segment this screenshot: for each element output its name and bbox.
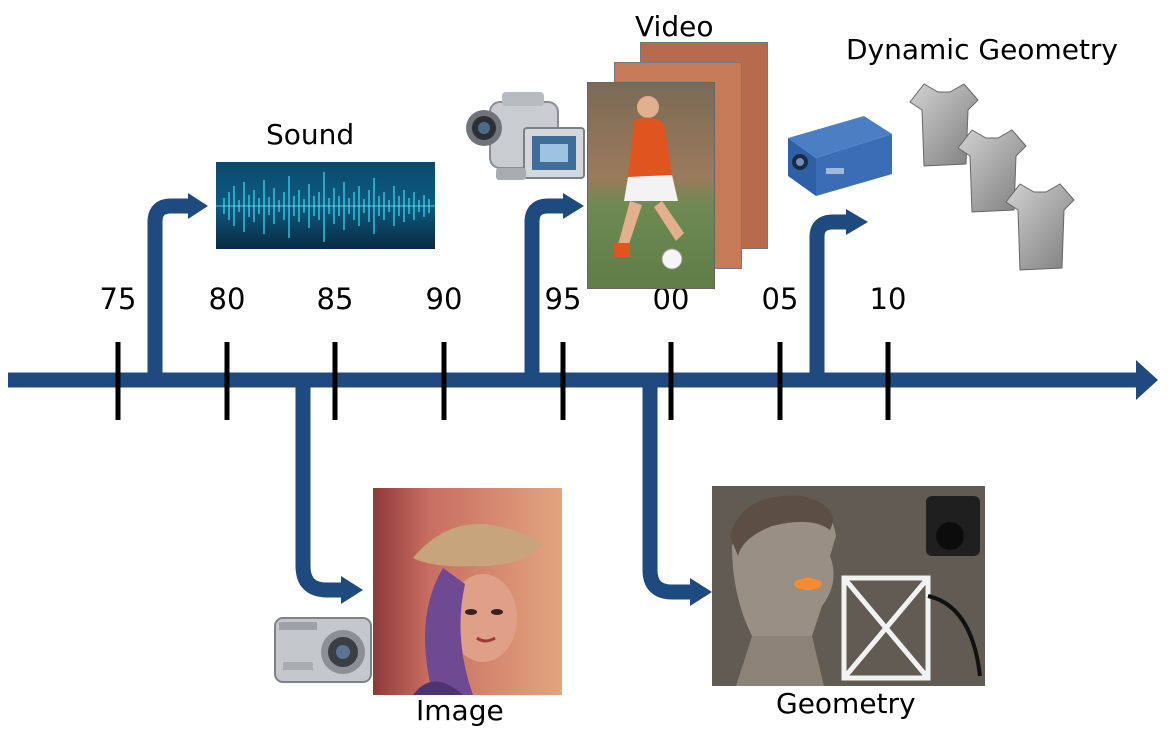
connector-video xyxy=(524,198,565,373)
3d-scanner-icon xyxy=(780,112,895,198)
digital-camera-icon xyxy=(273,612,373,686)
camcorder-icon xyxy=(462,88,587,190)
arrowhead-geometry xyxy=(690,578,712,606)
timeline-arrowhead xyxy=(1136,360,1158,400)
portrait-photo-icon xyxy=(373,488,562,695)
camera-svg xyxy=(274,617,372,683)
arrowhead-video xyxy=(563,193,584,219)
caption-dynamic-geometry: Dynamic Geometry xyxy=(846,33,1119,66)
tick-label-95: 95 xyxy=(544,282,582,316)
arrowhead-image xyxy=(341,576,363,604)
tick-label-90: 90 xyxy=(425,282,463,316)
statue-svg xyxy=(712,486,985,686)
arrowhead-dynamic-geometry xyxy=(846,209,868,235)
video-frames-icon xyxy=(587,82,715,289)
connector-dynamic-geometry xyxy=(809,214,848,373)
waveform-svg xyxy=(216,162,435,249)
caption-video: Video xyxy=(635,10,714,43)
statue-scan-icon xyxy=(712,486,985,686)
tick-label-10: 10 xyxy=(869,282,907,316)
tick-label-85: 85 xyxy=(316,282,354,316)
video-frame-svg xyxy=(588,83,714,288)
caption-image: Image xyxy=(416,694,504,727)
scanner-svg xyxy=(788,116,892,196)
sound-waveform-icon xyxy=(216,162,435,249)
portrait-svg xyxy=(373,488,562,695)
arrowhead-sound xyxy=(188,193,208,219)
connector-image xyxy=(295,387,343,598)
shirts-svg xyxy=(909,83,1075,271)
caption-geometry: Geometry xyxy=(776,687,916,720)
caption-sound: Sound xyxy=(266,118,355,151)
connector-sound xyxy=(147,198,190,373)
camcorder-svg xyxy=(466,92,585,180)
tick-label-75: 75 xyxy=(99,282,137,316)
connector-geometry xyxy=(642,387,692,600)
cloth-mesh-icon xyxy=(902,80,1082,275)
tick-label-80: 80 xyxy=(208,282,246,316)
tick-label-05: 05 xyxy=(761,282,799,316)
